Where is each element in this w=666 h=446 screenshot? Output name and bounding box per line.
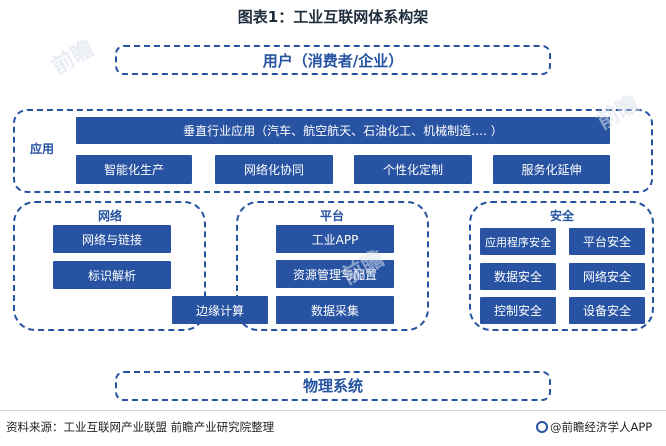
users-band: [115, 45, 551, 75]
vertical-industry-box: 垂直行业应用（汽车、航空航天、石油化工、机械制造…. ）: [76, 117, 610, 144]
security-region: [469, 201, 654, 331]
application-region: [13, 109, 653, 193]
app-box-smart-production: 智能化生产: [76, 155, 192, 184]
app-box-customization: 个性化定制: [354, 155, 472, 184]
security-box-device: 设备安全: [569, 297, 645, 324]
security-box-application: 应用程序安全: [480, 228, 556, 255]
network-box-links: 网络与链接: [53, 225, 171, 253]
security-box-network: 网络安全: [569, 263, 645, 290]
security-box-platform: 平台安全: [569, 228, 645, 255]
app-box-network-collaboration: 网络化协同: [215, 155, 333, 184]
platform-label: 平台: [319, 209, 344, 223]
platform-region: [236, 201, 429, 331]
figure-title: 图表1：工业互联网体系构架: [237, 8, 429, 26]
source-note: 资料来源：工业互联网产业联盟 前瞻产业研究院整理: [6, 420, 275, 434]
footer-divider: [0, 410, 666, 411]
platform-box-data-collection: 数据采集: [276, 296, 394, 324]
physical-label: 物理系统: [302, 377, 363, 395]
users-label: 用户（消费者/企业）: [262, 52, 404, 70]
platform-box-resource-management: 资源管理与配置: [276, 260, 394, 288]
network-label: 网络: [97, 209, 122, 223]
application-label: 应用: [29, 142, 54, 156]
security-box-data: 数据安全: [480, 263, 556, 290]
watermark-logo: 前瞻: [47, 36, 99, 80]
app-box-service-extension: 服务化延伸: [493, 155, 610, 184]
security-box-control: 控制安全: [480, 297, 556, 324]
platform-box-industrial-app: 工业APP: [276, 225, 394, 253]
brand-logo-icon: [536, 421, 548, 433]
network-box-identification: 标识解析: [53, 261, 171, 289]
security-label: 安全: [549, 209, 574, 223]
brand-credit-text: @前瞻经济学人APP: [550, 420, 653, 434]
edge-computing-box: 边缘计算: [172, 296, 268, 324]
network-region: [13, 201, 206, 331]
physical-band: [115, 371, 551, 401]
brand-credit: @前瞻经济学人APP: [536, 419, 652, 435]
